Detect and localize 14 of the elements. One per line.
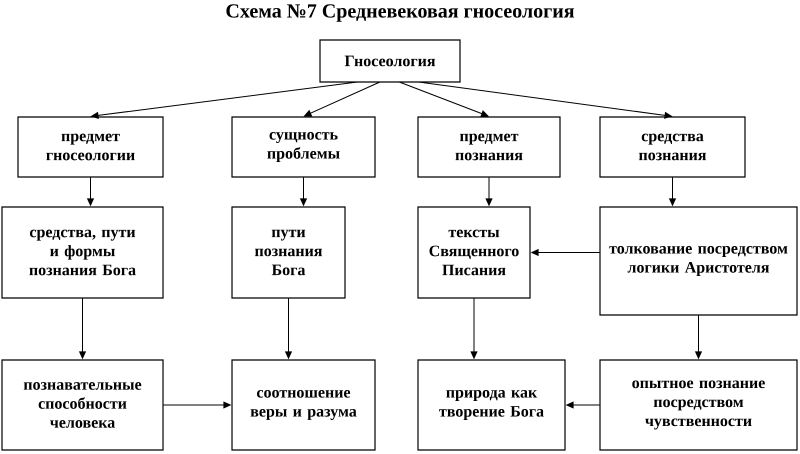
concept-box: природа как творение Бога: [417, 359, 566, 451]
concept-box: сущность проблемы: [231, 116, 376, 178]
concept-box: предмет познания: [417, 116, 561, 178]
concept-box: предмет гносеологии: [17, 116, 164, 178]
title-box: Гносеология: [319, 39, 461, 83]
concept-box: средства, пути и формы познания Бога: [1, 206, 164, 299]
concept-box: толкование посредством логики Аристотеля: [599, 206, 798, 316]
concept-box: опытное познание посредством чувственности: [599, 359, 798, 451]
title: Схема №7 Средневековая гносеология: [226, 4, 574, 22]
concept-box: средства познания: [599, 116, 746, 178]
concept-box: соотношение веры и разума: [231, 359, 376, 451]
concept-box: тексты Священного Писания: [417, 206, 531, 299]
concept-box: пути познания Бога: [231, 206, 346, 299]
concept-box: познавательные способности человека: [1, 359, 164, 451]
